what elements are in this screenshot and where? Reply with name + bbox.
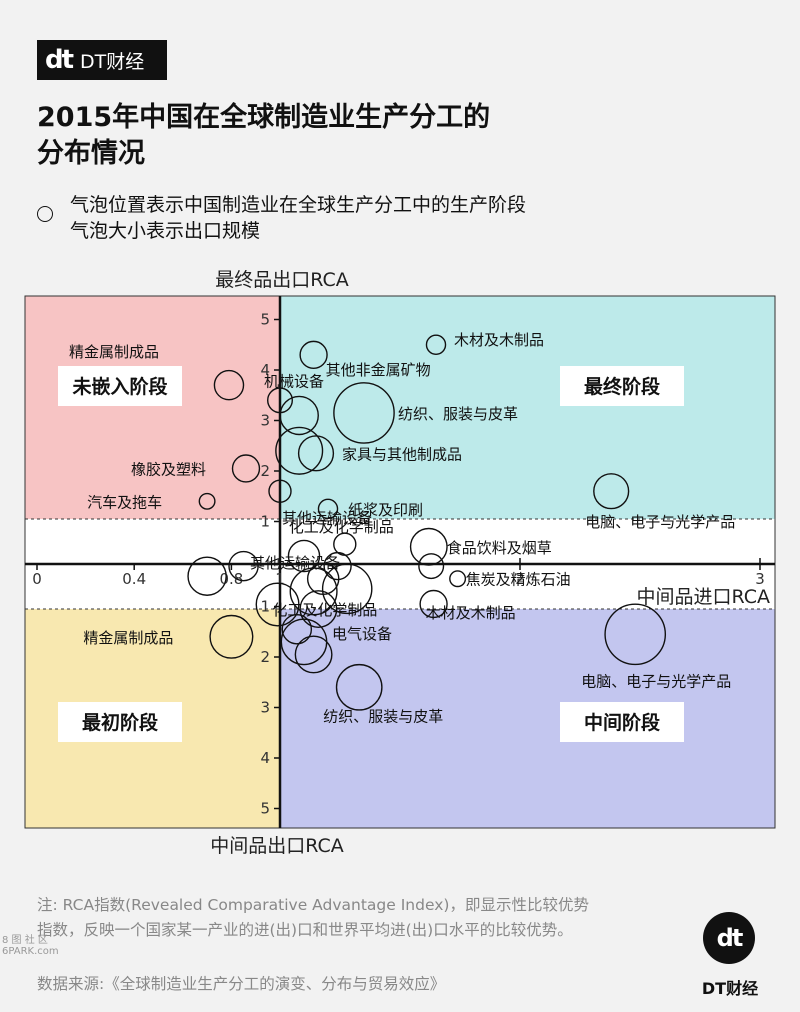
- stage-label-box-bottom-right: [560, 702, 684, 742]
- intermediate-goods-label: 精金属制成品: [83, 629, 173, 647]
- final-goods-bubble: [268, 479, 292, 503]
- final-goods-label: 电脑、电子与光学产品: [585, 513, 735, 531]
- x-tick-label: 0: [32, 570, 42, 588]
- intermediate-goods-bubble: [287, 539, 321, 573]
- legend-line-2: 气泡大小表示出口规模: [70, 220, 261, 242]
- watermark-line-1: 8 图 社 区: [2, 935, 48, 946]
- y-tick-label-top: 3: [260, 412, 270, 430]
- intermediate-goods-bubble: [449, 570, 467, 588]
- final-goods-bubble: [213, 369, 245, 401]
- intermediate-goods-bubble: [187, 556, 227, 596]
- x-tick-label: 1: [275, 570, 285, 588]
- quadrant-bottom-right: [280, 609, 775, 828]
- top-axis-label: 最终品出口RCA: [215, 269, 349, 291]
- y-tick-label-top: 5: [260, 311, 270, 329]
- stage-label-top-right: 最终阶段: [584, 375, 661, 398]
- final-goods-label: 其他非金属矿物: [326, 361, 431, 379]
- final-goods-label: 家具与其他制成品: [342, 445, 462, 463]
- stage-label-bottom-left: 最初阶段: [82, 711, 159, 734]
- footnote-line-2: 指数，反映一个国家某一产业的进(出)口和世界平均进(出)口水平的比较优势。: [37, 921, 573, 939]
- y-tick-label-bottom: 5: [260, 800, 270, 818]
- intermediate-goods-bubble: [418, 553, 445, 580]
- intermediate-goods-bubble: [335, 663, 383, 711]
- data-source: 数据来源:《全球制造业生产分工的演变、分布与贸易效应》: [37, 975, 446, 993]
- corner-brand-name: DT财经: [701, 979, 759, 998]
- final-goods-bubble: [317, 498, 339, 520]
- final-goods-label: 化工及化学制品: [289, 518, 394, 536]
- brand-badge: dt DT财经: [37, 40, 167, 80]
- watermark: 8 图 社 区 6PARK.com: [2, 935, 59, 957]
- stage-label-bottom-right: 中间阶段: [584, 711, 661, 734]
- final-goods-bubble: [425, 334, 447, 355]
- stage-label-box-top-left: [58, 366, 182, 406]
- intermediate-goods-label: 木材及木制品: [426, 604, 516, 622]
- final-goods-label: 纺织、服装与皮革: [398, 405, 518, 423]
- bubble-legend-icon: [37, 206, 53, 222]
- intermediate-goods-bubble: [209, 614, 254, 659]
- x-tick-label: 0.4: [122, 570, 146, 588]
- y-tick-label-top: 4: [260, 361, 270, 379]
- final-goods-label: 精金属制成品: [69, 343, 159, 361]
- intermediate-goods-bubble: [323, 551, 352, 581]
- final-goods-bubble: [275, 426, 324, 475]
- intermediate-goods-bubble: [228, 550, 259, 582]
- intermediate-goods-bubble: [289, 567, 338, 616]
- intermediate-goods-label: 电气设备: [332, 625, 392, 643]
- final-goods-bubble: [409, 527, 448, 566]
- quadrant-top-right: [280, 296, 775, 519]
- final-goods-bubble: [231, 454, 261, 483]
- intermediate-goods-bubble: [281, 613, 313, 645]
- final-goods-bubble: [593, 473, 630, 510]
- final-goods-bubble: [198, 492, 216, 510]
- x-tick-label: 3: [755, 570, 765, 588]
- intermediate-goods-bubble: [294, 635, 333, 674]
- stage-label-top-left: 未嵌入阶段: [71, 375, 168, 398]
- plot-frame: [24, 295, 776, 829]
- x-axis-label: 中间品进口RCA: [636, 586, 770, 608]
- intermediate-goods-label: 电脑、电子与光学产品: [581, 672, 731, 690]
- watermark-line-2: 6PARK.com: [2, 946, 59, 957]
- stage-label-box-top-right: [560, 366, 684, 406]
- y-tick-label-top: 1: [260, 513, 270, 531]
- final-goods-label: 纸浆及印刷: [348, 501, 423, 519]
- brand-name: DT财经: [80, 50, 145, 73]
- intermediate-goods-bubble: [299, 590, 338, 628]
- footnote: 注: RCA指数(Revealed Comparative Advantage …: [37, 893, 677, 943]
- intermediate-goods-label: 焦炭及精炼石油: [466, 571, 571, 589]
- y-tick-label-bottom: 2: [260, 648, 270, 666]
- footnote-line-1: 注: RCA指数(Revealed Comparative Advantage …: [37, 896, 589, 914]
- title-line-2: 分布情况: [37, 138, 145, 169]
- final-goods-bubble: [333, 382, 395, 444]
- final-goods-bubble: [297, 435, 335, 472]
- y-tick-label-top: 2: [260, 462, 270, 480]
- stage-label-box-bottom-left: [58, 702, 182, 742]
- final-goods-label: 木材及木制品: [454, 331, 544, 349]
- intermediate-goods-bubble: [306, 562, 340, 595]
- intermediate-goods-label: 化工及化学制品: [272, 601, 377, 619]
- brand-logo: dt: [45, 45, 74, 75]
- title-line-1: 2015年中国在全球制造业生产分工的: [37, 102, 491, 133]
- intermediate-goods-bubble: [321, 563, 373, 615]
- final-goods-label: 食品饮料及烟草: [447, 539, 552, 557]
- y-tick-label-bottom: 1: [260, 598, 270, 616]
- intermediate-goods-bubble: [419, 589, 448, 619]
- x-tick-label: 2: [515, 570, 525, 588]
- intermediate-goods-bubble: [604, 603, 667, 666]
- intermediate-goods-label: 其他运输设备: [250, 554, 340, 572]
- intermediate-goods-bubble: [255, 582, 300, 627]
- corner-logo: dt: [703, 912, 755, 964]
- y-tick-label-bottom: 3: [260, 699, 270, 717]
- quadrant-top-left: [25, 296, 280, 519]
- final-goods-label: 橡胶及塑料: [131, 460, 206, 478]
- final-goods-bubble: [279, 395, 319, 436]
- final-goods-label: 机械设备: [264, 372, 324, 390]
- final-goods-bubble: [299, 340, 328, 370]
- y-tick-label-bottom: 4: [260, 749, 270, 767]
- final-goods-label: 汽车及拖车: [87, 493, 162, 511]
- legend-line-1: 气泡位置表示中国制造业在全球生产分工中的生产阶段: [70, 194, 527, 216]
- bottom-axis-label: 中间品出口RCA: [210, 835, 344, 857]
- intermediate-goods-label: 纺织、服装与皮革: [323, 707, 443, 725]
- page-title: 2015年中国在全球制造业生产分工的 分布情况: [37, 100, 637, 172]
